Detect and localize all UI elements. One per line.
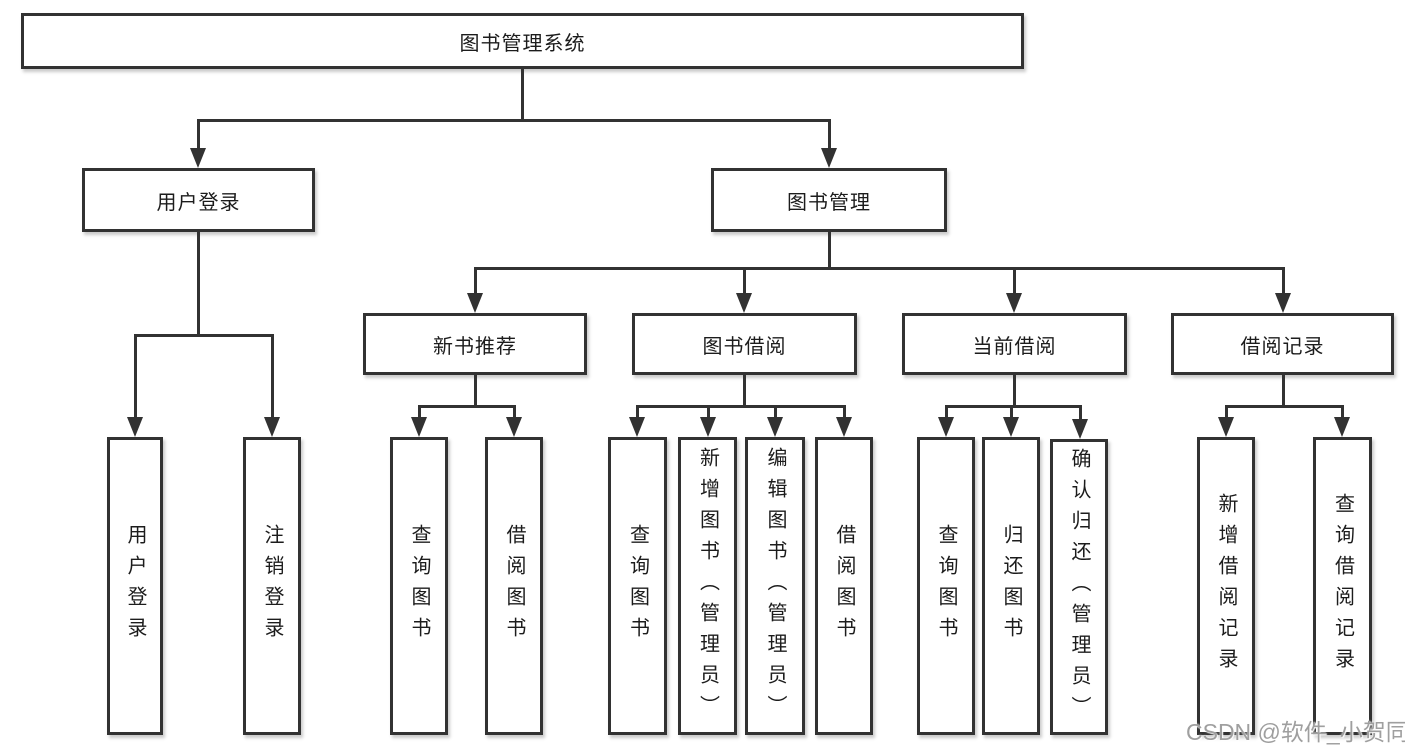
connector-line xyxy=(133,333,137,422)
node-label-library-system: 图书管理系统 xyxy=(459,32,586,55)
arrow-down-icon xyxy=(467,293,483,313)
watermark: CSDN @软件_小贺同学 xyxy=(1186,719,1405,745)
node-add-borrow-record: 新增借阅记录 xyxy=(1197,437,1255,735)
connector-line xyxy=(1012,375,1016,408)
arrow-down-icon xyxy=(767,417,783,437)
node-current-borrowing: 当前借阅 xyxy=(902,313,1127,375)
connector-line xyxy=(773,404,777,422)
node-book-management: 图书管理 xyxy=(711,168,947,232)
connector-line xyxy=(635,404,846,408)
connector-line xyxy=(196,232,200,337)
arrow-down-icon xyxy=(938,417,954,437)
node-label-query-borrow-record: 查询借阅记录 xyxy=(1331,493,1354,679)
connector-line xyxy=(512,404,516,422)
node-user-login-leaf: 用户登录 xyxy=(107,437,163,735)
node-edit-books-admin: 编辑图书（管理员） xyxy=(745,437,805,735)
node-label-logout: 注销登录 xyxy=(261,524,283,648)
arrow-down-icon xyxy=(1006,293,1022,313)
connector-line xyxy=(1224,404,1344,408)
node-query-books-current: 查询图书 xyxy=(917,437,975,735)
node-book-borrowing: 图书借阅 xyxy=(632,313,857,375)
connector-line xyxy=(196,118,831,122)
node-label-add-borrow-record: 新增借阅记录 xyxy=(1215,493,1237,679)
node-query-books-borrowing: 查询图书 xyxy=(608,437,667,735)
node-label-new-book-recommend: 新书推荐 xyxy=(433,335,517,358)
node-return-books: 归还图书 xyxy=(982,437,1040,735)
arrow-down-icon xyxy=(506,417,522,437)
connector-line xyxy=(473,266,1285,270)
node-label-edit-books-admin: 编辑图书（管理员） xyxy=(764,446,786,726)
arrow-down-icon xyxy=(1334,417,1350,437)
node-user-login: 用户登录 xyxy=(82,168,315,232)
node-borrowing-records: 借阅记录 xyxy=(1171,313,1394,375)
node-label-borrowing-records: 借阅记录 xyxy=(1240,335,1325,358)
node-logout: 注销登录 xyxy=(243,437,301,735)
connector-line xyxy=(196,118,200,153)
arrow-down-icon xyxy=(836,417,852,437)
connector-line xyxy=(1078,404,1082,424)
arrow-down-icon xyxy=(821,148,837,168)
node-label-borrow-books-recommend: 借阅图书 xyxy=(503,524,525,648)
connector-line xyxy=(827,118,831,153)
connector-line xyxy=(842,404,846,422)
node-label-book-management: 图书管理 xyxy=(787,191,871,214)
node-label-query-books-borrowing: 查询图书 xyxy=(626,524,649,648)
arrow-down-icon xyxy=(629,417,645,437)
node-label-add-books-admin: 新增图书（管理员） xyxy=(696,446,719,726)
node-query-borrow-record: 查询借阅记录 xyxy=(1313,437,1372,735)
connector-line xyxy=(520,69,524,122)
node-confirm-return-admin: 确认归还（管理员） xyxy=(1050,439,1108,735)
arrow-down-icon xyxy=(1003,417,1019,437)
arrow-down-icon xyxy=(127,417,143,437)
connector-line xyxy=(1009,404,1013,422)
connector-line xyxy=(473,266,477,298)
connector-line xyxy=(473,375,477,408)
node-label-borrow-books-borrowing: 借阅图书 xyxy=(833,524,855,648)
arrow-down-icon xyxy=(1275,293,1291,313)
arrow-down-icon xyxy=(1218,417,1234,437)
node-borrow-books-borrowing: 借阅图书 xyxy=(815,437,873,735)
node-borrow-books-recommend: 借阅图书 xyxy=(485,437,543,735)
node-label-query-books-current: 查询图书 xyxy=(935,524,957,648)
node-label-query-books-recommend: 查询图书 xyxy=(408,524,430,648)
connector-line xyxy=(742,266,746,298)
connector-line xyxy=(742,375,746,408)
arrow-down-icon xyxy=(1072,419,1088,439)
connector-line xyxy=(1281,375,1285,408)
node-new-book-recommend: 新书推荐 xyxy=(363,313,587,375)
arrow-down-icon xyxy=(264,417,280,437)
node-add-books-admin: 新增图书（管理员） xyxy=(678,437,737,735)
connector-line xyxy=(1012,266,1016,298)
node-label-current-borrowing: 当前借阅 xyxy=(972,335,1057,358)
connector-line xyxy=(133,333,274,337)
node-label-user-login: 用户登录 xyxy=(156,191,241,214)
arrow-down-icon xyxy=(190,148,206,168)
connector-line xyxy=(1281,266,1285,298)
connector-line xyxy=(944,404,948,422)
node-query-books-recommend: 查询图书 xyxy=(390,437,448,735)
connector-line xyxy=(1224,404,1228,422)
node-label-return-books: 归还图书 xyxy=(1000,524,1022,648)
connector-line xyxy=(1340,404,1344,422)
arrow-down-icon xyxy=(700,417,716,437)
node-label-confirm-return-admin: 确认归还（管理员） xyxy=(1068,447,1090,727)
node-library-system: 图书管理系统 xyxy=(21,13,1024,69)
connector-line xyxy=(944,404,1082,408)
connector-line xyxy=(417,404,516,408)
connector-line xyxy=(417,404,421,422)
arrow-down-icon xyxy=(411,417,427,437)
node-label-user-login-leaf: 用户登录 xyxy=(124,524,146,648)
connector-line xyxy=(270,333,274,422)
connector-line xyxy=(827,232,831,270)
arrow-down-icon xyxy=(736,293,752,313)
connector-line xyxy=(635,404,639,422)
node-label-book-borrowing: 图书借阅 xyxy=(702,335,787,358)
connector-line xyxy=(706,404,710,422)
